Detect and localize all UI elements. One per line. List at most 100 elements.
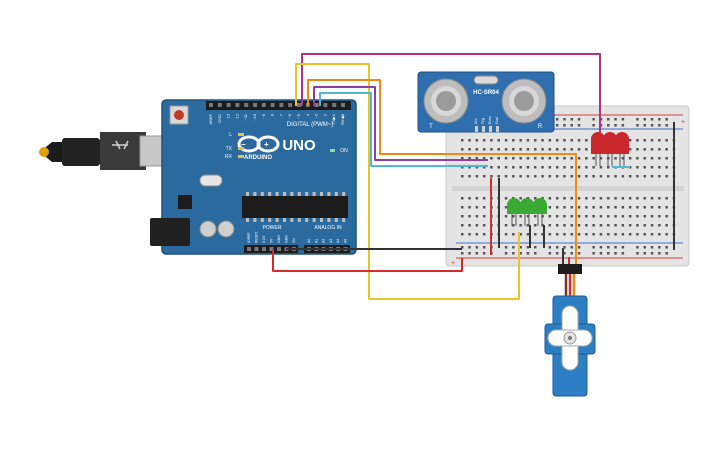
- digital-pin-label: ~5: [296, 113, 301, 118]
- analog-pin-label: A2: [322, 239, 326, 243]
- sensor-crystal: [473, 75, 499, 85]
- digital-pin-hole: [314, 103, 319, 107]
- digital-pin-hole: [261, 103, 266, 107]
- digital-header: [206, 101, 351, 110]
- rail-plus-mark: +: [451, 260, 455, 267]
- digital-pin-label: ~11: [243, 113, 248, 120]
- wire-cyan: [319, 92, 488, 167]
- digital-pin-hole: [226, 103, 231, 107]
- power-pin-hole: [269, 247, 274, 251]
- power-label: POWER: [263, 225, 282, 231]
- analog-pin-label: A3: [329, 239, 333, 243]
- arduino-brand-text: ARDUINO: [244, 155, 272, 161]
- digital-pin-hole: [279, 103, 284, 107]
- wire-magenta: [301, 53, 601, 144]
- digital-pin-hole: [332, 103, 337, 107]
- power-pin-label: Vin: [292, 238, 296, 243]
- digital-header-pins: [209, 103, 345, 107]
- green-leds: [507, 198, 547, 226]
- digital-pin-hole: [244, 103, 249, 107]
- analog-pin-label: A5: [344, 239, 348, 243]
- digital-pin-hole: [288, 103, 293, 107]
- green-led: [520, 198, 534, 226]
- digital-pin-label: ~6: [287, 113, 292, 118]
- wire-red-5v: [272, 249, 463, 272]
- sensor-model-label: HC-SR04: [473, 90, 499, 96]
- sensor-pin: [489, 126, 492, 132]
- wire-purple: [313, 86, 488, 161]
- analog-pin-label: A4: [336, 239, 340, 243]
- atmega328-chip: [242, 196, 348, 218]
- digital-pin-label: 8: [270, 113, 275, 116]
- rail-plus-mark: +: [681, 119, 685, 126]
- power-pin-label: GND: [277, 235, 281, 243]
- sensor-pin-label: Gnd: [495, 117, 499, 124]
- status-leds: L TX RX: [225, 132, 244, 160]
- green-led: [507, 198, 521, 226]
- sensor-pin-label: Vcc: [474, 118, 478, 124]
- red-led: [591, 132, 605, 166]
- digital-pin-hole: [297, 103, 301, 107]
- digital-pwm-label: DIGITAL (PWM~): [287, 122, 334, 128]
- power-pin-label: GND: [285, 235, 289, 243]
- power-pin-label: RESET: [255, 230, 259, 243]
- svg-text:−: −: [241, 140, 246, 149]
- sensor-pin: [482, 126, 485, 132]
- reset-button-cap: [174, 110, 184, 120]
- sensor-pin: [475, 126, 478, 132]
- capacitor: [217, 220, 235, 238]
- led-label-rx: RX: [225, 154, 233, 160]
- digital-pin-label: 7: [278, 113, 283, 116]
- capacitor: [199, 220, 217, 238]
- on-led: [330, 149, 335, 152]
- red-led: [615, 132, 629, 166]
- svg-text:+: +: [264, 140, 269, 149]
- digital-pin-label: ~3: [314, 113, 319, 118]
- digital-pin-label: AREF: [208, 113, 213, 124]
- analog-pin-label: A0: [307, 239, 311, 243]
- arduino-logo: − +: [237, 135, 280, 153]
- sensor-pin: [496, 126, 499, 132]
- voltage-regulator: [178, 195, 192, 209]
- digital-pin-hole: [270, 103, 275, 107]
- led-label-l: L: [229, 132, 232, 138]
- wire-yellow: [295, 63, 520, 300]
- on-led-label: ON: [340, 148, 348, 154]
- analog-in-label: ANALOG IN: [314, 225, 342, 231]
- digital-pin-hole: [253, 103, 257, 107]
- usb-cable: [39, 132, 169, 170]
- servo-connector: [558, 264, 582, 274]
- wires: [272, 53, 675, 300]
- led-label-tx: TX: [226, 146, 233, 152]
- power-pin-hole: [247, 247, 251, 251]
- wire-orange: [307, 79, 577, 266]
- chip-legs: [246, 192, 346, 222]
- power-pin-label: IOREF: [247, 232, 251, 243]
- digital-pin-label: 2: [322, 113, 327, 116]
- sensor-r-mark: R: [538, 124, 543, 130]
- analog-pin-label: A1: [314, 239, 318, 243]
- digital-pin-hole: [341, 103, 345, 107]
- sensor-pin-label: Echo: [488, 116, 492, 124]
- digital-pin-label: ~10: [252, 113, 257, 121]
- digital-pin-hole: [323, 103, 328, 107]
- digital-pin-label: 13: [226, 113, 231, 118]
- power-pin-hole: [277, 247, 281, 251]
- power-pin-hole: [254, 247, 259, 251]
- power-pin-label: 3.3V: [262, 235, 266, 243]
- digital-pin-label: 12: [234, 113, 239, 118]
- red-led: [603, 132, 617, 166]
- crystal-oscillator: [199, 174, 223, 187]
- digital-pin-label: ~9: [261, 113, 266, 118]
- dc-power-jack: [150, 218, 190, 246]
- digital-pin-label: RX◀0: [340, 113, 345, 125]
- sensor-pin-label: Trig: [481, 118, 485, 124]
- sensor-t-mark: T: [429, 124, 433, 130]
- red-leds: [591, 132, 629, 166]
- power-pin-hole: [262, 247, 266, 251]
